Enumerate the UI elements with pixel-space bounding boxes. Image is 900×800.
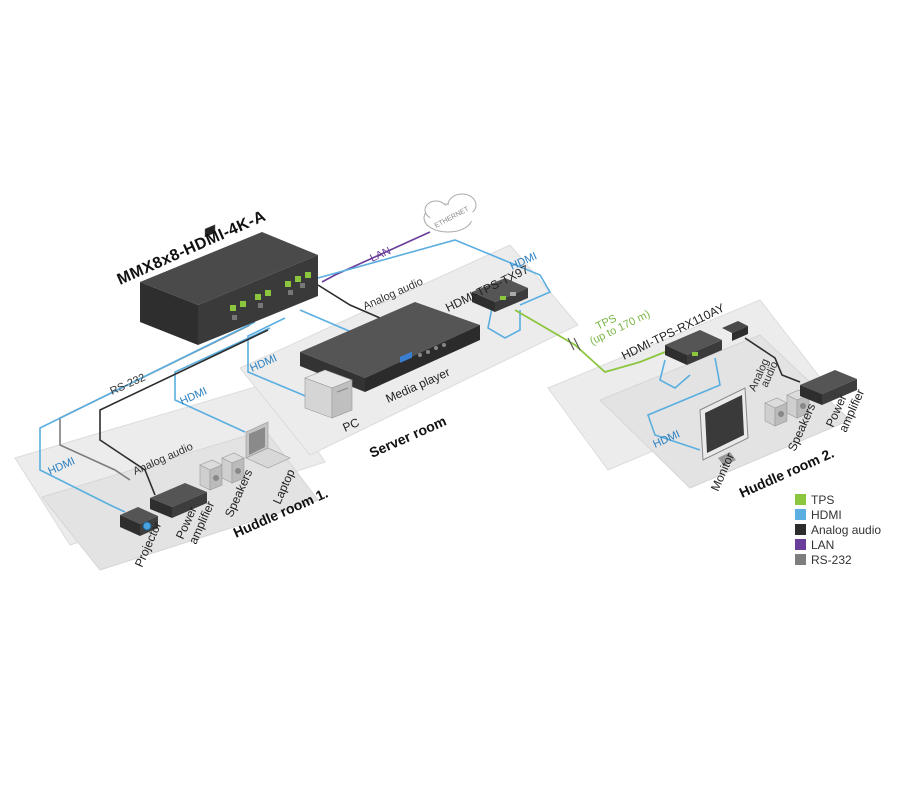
ethernet-cloud-icon: ETHERNET [423,193,477,233]
legend-item-analog-audio: Analog audio [795,522,881,537]
matrix-switcher-icon[interactable] [140,224,318,345]
hdmi-cable-pc [247,317,316,401]
legend-item-rs232: RS-232 [795,552,881,567]
legend-label: TPS [811,492,835,507]
legend-label: Analog audio [811,522,882,537]
hdmi-cable-rx-loop [659,359,691,389]
legend-swatch [795,554,806,565]
pc-label: PC [341,415,362,435]
hdmi-cable-tx-loop [487,307,521,339]
pc-tower-icon[interactable] [304,369,353,419]
speakers-icon[interactable] [199,452,245,491]
legend-label: HDMI [811,507,842,522]
analog-audio-cable-server [317,284,381,319]
analog-audio-cable-h1 [99,329,269,496]
monitor-icon[interactable] [699,387,749,466]
legend-swatch [795,494,806,505]
hdmi-cable-laptop [174,327,271,433]
transmitter-icon[interactable] [472,278,528,312]
legend-label: RS-232 [811,552,852,567]
legend-swatch [795,539,806,550]
rs232-label: RS-232 [108,372,147,398]
legend: TPS HDMI Analog audio LAN RS-232 [795,492,881,567]
laptop-icon[interactable] [245,421,291,469]
hdmi-cable-transmitter [317,239,552,306]
power-amplifier-icon[interactable] [150,483,207,518]
legend-label: LAN [811,537,835,552]
legend-item-hdmi: HDMI [795,507,881,522]
hdmi-cable-monitor [646,357,721,451]
tps-cable [514,309,666,374]
legend-swatch [795,524,806,535]
legend-swatch [795,509,806,520]
lan-cable [321,231,431,283]
hdmi-cable-projector [39,321,256,513]
projector-icon[interactable] [120,507,158,536]
legend-item-lan: LAN [795,537,881,552]
power-amplifier-icon[interactable] [800,370,857,405]
lan-label: LAN [368,245,392,265]
receiver-icon[interactable] [665,321,748,365]
tps-break-marker [567,337,581,351]
legend-item-tps: TPS [795,492,881,507]
speakers-icon[interactable] [764,389,810,427]
analog-audio-cable-h2 [744,337,801,383]
